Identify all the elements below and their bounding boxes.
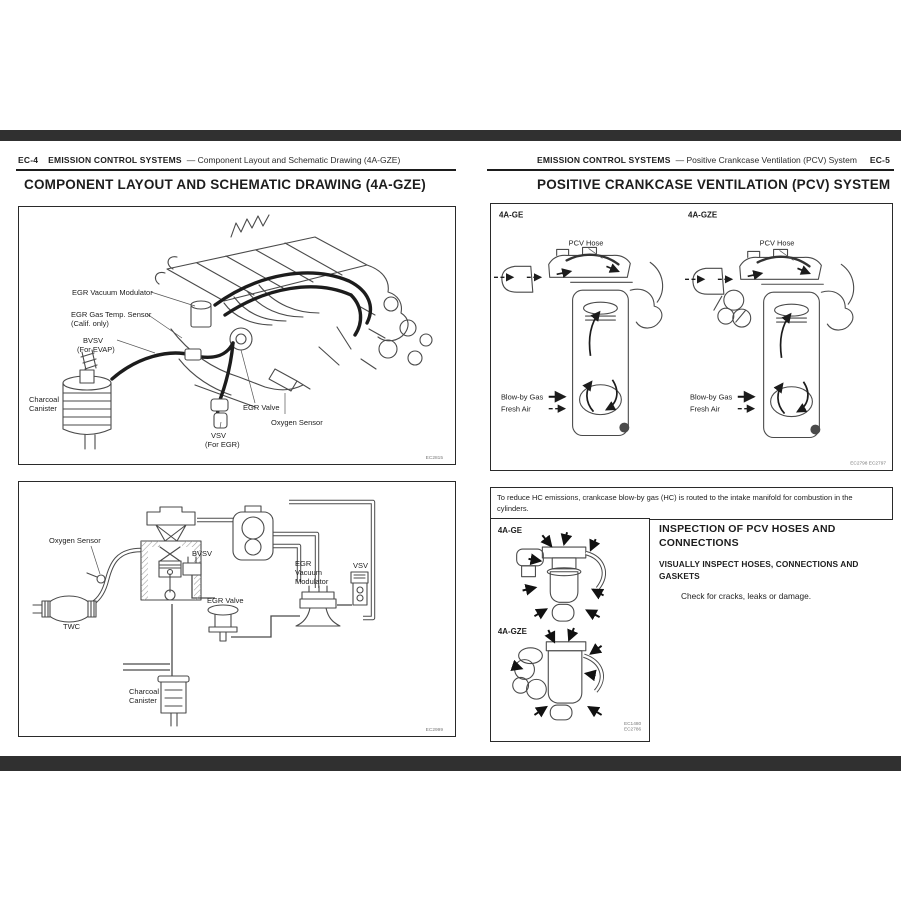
figure-code: EC1480 [624,721,641,727]
vsv-drawing [350,571,369,606]
header-rule [487,169,894,172]
section-title: EMISSION CONTROL SYSTEMS [48,155,182,165]
oxygen-sensor-drawing [86,572,106,584]
label-charcoal-canister: Charcoal [129,687,159,696]
egr-vacuum-modulator-drawing [190,300,212,328]
page-title: POSITIVE CRANKCASE VENTILATION (PCV) SYS… [537,177,891,192]
inspection-heading: INSPECTION OF PCV HOSES AND CONNECTIONS [659,523,836,550]
label-charcoal-canister-2: Canister [29,404,57,413]
label-bvsv-2: (For EVAP) [77,345,115,354]
figure-code: EC2815 [426,455,444,461]
label-egr-modulator-3: Modulator [295,577,329,586]
inspection-drawing: 4A-GE 4A-GZE EC1480 EC2786 [498,526,642,733]
page-left: EC-4 EMISSION CONTROL SYSTEMS — Componen… [16,150,456,750]
charcoal-canister-drawing [157,675,190,727]
label-charcoal-canister: Charcoal [29,395,59,404]
label-vsv: VSV [211,431,226,440]
component-layout-figure: EGR Vacuum Modulator EGR Gas Temp. Senso… [18,206,456,465]
label-vsv: VSV [353,561,368,570]
figure-code: EC2798 EC2797 [850,460,886,466]
charcoal-canister-drawing [62,349,112,450]
label-blowby-gas-left: Blow-by Gas [501,393,544,402]
label-egr-valve: EGR Valve [243,403,280,412]
top-border-bar [0,130,901,141]
label-egr-gas-temp-sensor-2: (Calif. only) [71,319,109,328]
label-pcv-hose-left: PCV Hose [569,238,604,247]
page-number: EC-5 [869,155,890,165]
pcv-system-drawing: 4A-GE 4A-GZE PCV Hose PCV Hose Blow-by G… [493,211,886,466]
label-fresh-air-left: Fresh Air [501,405,531,414]
label-bvsv: BVSV [83,336,103,345]
engine-4age-cutaway [493,246,664,437]
component-layout-drawing: EGR Vacuum Modulator EGR Gas Temp. Senso… [29,214,444,461]
egr-vacuum-modulator-drawing [295,585,341,627]
vsv-drawing [210,398,229,429]
label-fresh-air-right: Fresh Air [690,405,720,414]
inspection-section: INSPECTION OF PCV HOSES AND CONNECTIONS … [659,522,892,601]
page-right: EMISSION CONTROL SYSTEMS — Positive Cran… [487,150,894,750]
schematic-drawing: Oxygen Sensor BVSV EGR Vacuum Modulator … [32,499,444,733]
schematic-figure: Oxygen Sensor BVSV EGR Vacuum Modulator … [18,481,456,737]
page-title: COMPONENT LAYOUT AND SCHEMATIC DRAWING (… [24,177,426,192]
engine-4agze-cutaway [685,248,855,439]
throttle-body [232,505,274,561]
bvsv-drawing [184,348,202,361]
pcv-system-figure: 4A-GE 4A-GZE PCV Hose PCV Hose Blow-by G… [490,203,893,471]
label-vsv-2: (For EGR) [205,440,240,449]
label-oxygen-sensor: Oxygen Sensor [49,536,101,545]
label-egr-modulator-2: Vacuum [295,568,322,577]
inspection-body: Check for cracks, leaks or damage. [681,590,812,601]
pcv-hoses-4age [516,531,606,622]
label-oxygen-sensor: Oxygen Sensor [271,418,323,427]
leader-line [90,545,101,575]
egr-valve-drawing [207,604,239,642]
bvsv-drawing [182,556,202,576]
page-number: EC-4 [18,155,39,165]
label-bvsv: BVSV [192,549,212,558]
header-rule [16,169,456,172]
engine-line-art [154,214,433,408]
label-egr-modulator: EGR [295,559,312,568]
page-header-right: EMISSION CONTROL SYSTEMS — Positive Cran… [489,155,892,165]
leader-lines [116,291,286,429]
section-subtitle: — Component Layout and Schematic Drawing… [186,155,401,165]
label-pcv-hose-right: PCV Hose [760,238,795,247]
label-egr-valve: EGR Valve [207,596,244,605]
inspection-subheading: VISUALLY INSPECT HOSES, CONNECTIONS AND … [659,559,859,581]
label-twc: TWC [63,622,81,631]
legend-left: Blow-by Gas Fresh Air [501,390,567,414]
pcv-hoses-4agze [510,627,604,721]
label-charcoal-canister-2: Canister [129,696,157,705]
label-engine-4age: 4A-GE [498,526,522,535]
label-egr-gas-temp-sensor: EGR Gas Temp. Sensor [71,310,152,319]
section-subtitle: — Positive Crankcase Ventilation (PCV) S… [675,155,857,165]
label-engine-4agze: 4A-GZE [688,211,717,220]
pcv-note: To reduce HC emissions, crankcase blow-b… [490,487,893,520]
inspection-figure: 4A-GE 4A-GZE EC1480 EC2786 [490,518,650,742]
figure-code-2: EC2786 [624,727,641,733]
pipes [91,499,376,676]
label-engine-4age: 4A-GE [499,211,523,220]
section-title: EMISSION CONTROL SYSTEMS [537,155,671,165]
page-header-left: EC-4 EMISSION CONTROL SYSTEMS — Componen… [18,155,454,165]
figure-code: EC2999 [426,727,444,733]
legend-right: Blow-by Gas Fresh Air [690,390,756,414]
label-blowby-gas-right: Blow-by Gas [690,393,733,402]
bottom-border-bar [0,756,901,771]
label-egr-vacuum-modulator: EGR Vacuum Modulator [72,288,153,297]
twc-drawing [32,595,97,623]
label-engine-4agze: 4A-GZE [498,627,527,636]
